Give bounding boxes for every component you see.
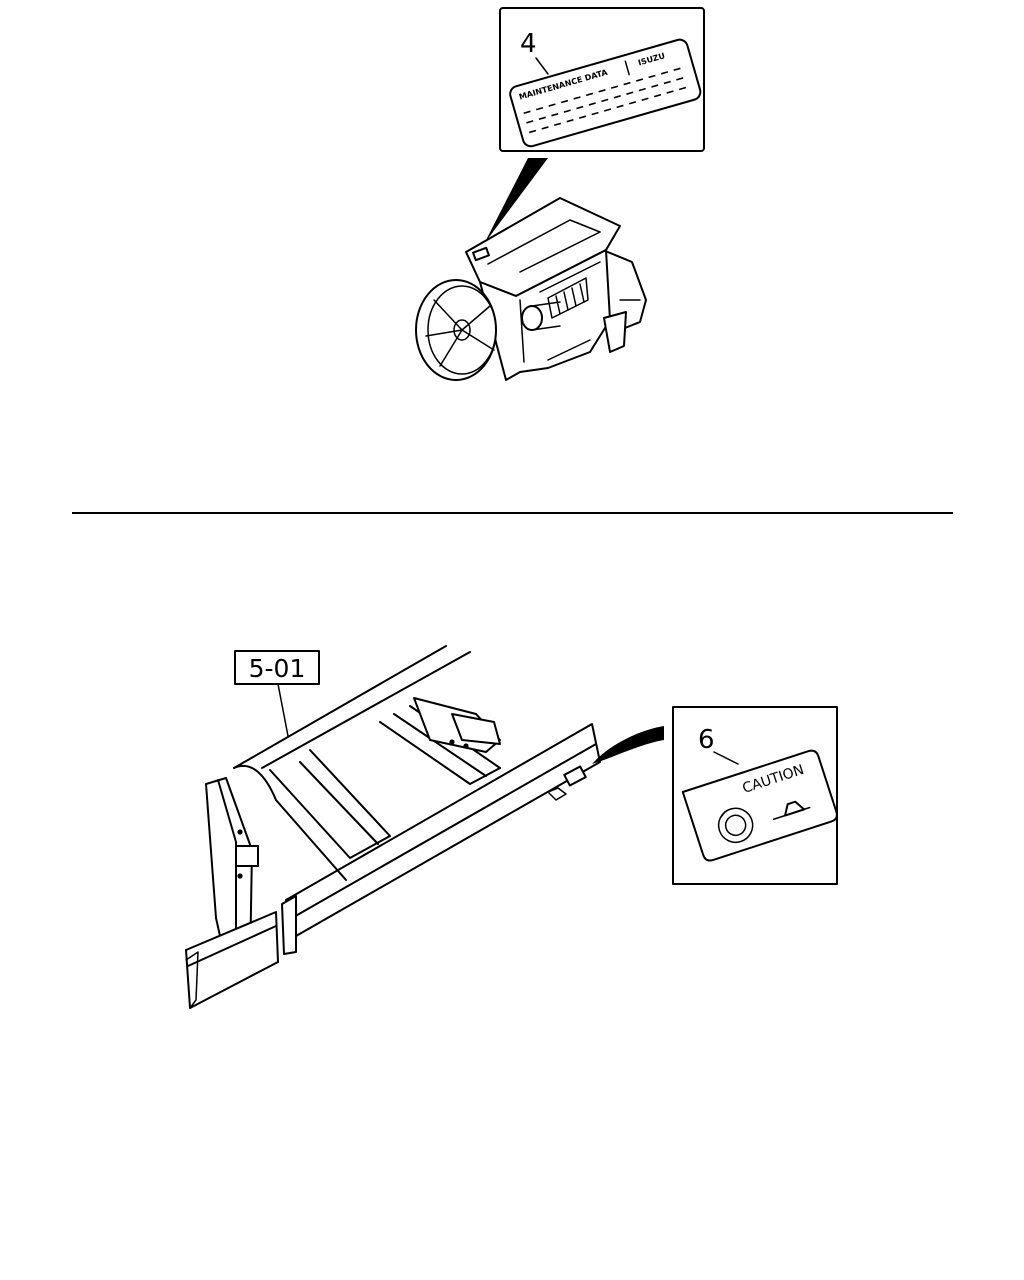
rotation-symbol <box>717 807 754 844</box>
callout-number-4: 4 <box>520 29 537 59</box>
detail-pointer <box>484 158 548 244</box>
chassis-frame <box>185 645 601 1009</box>
callout-number-6: 6 <box>698 725 715 755</box>
reference-leader <box>277 683 289 737</box>
upper-section: MAINTENANCE DATA ISUZU 4 <box>415 7 705 381</box>
callout-leader-6 <box>713 751 739 765</box>
lever-symbol <box>772 800 811 821</box>
engine-assembly <box>415 197 647 381</box>
frame-bracket <box>413 697 501 753</box>
label-text-lines <box>523 67 688 134</box>
intake-ribs <box>547 277 589 319</box>
caution-pointer <box>592 726 664 764</box>
engine-label-location <box>472 246 490 262</box>
caution-label: CAUTION <box>681 749 838 862</box>
callout-leader-4 <box>535 57 549 75</box>
cooling-fan <box>415 279 497 381</box>
lower-section: 5-01 <box>185 645 838 1009</box>
caution-label-location <box>563 765 587 787</box>
reference-box <box>234 650 320 685</box>
reference-code: 5-01 <box>249 654 306 683</box>
